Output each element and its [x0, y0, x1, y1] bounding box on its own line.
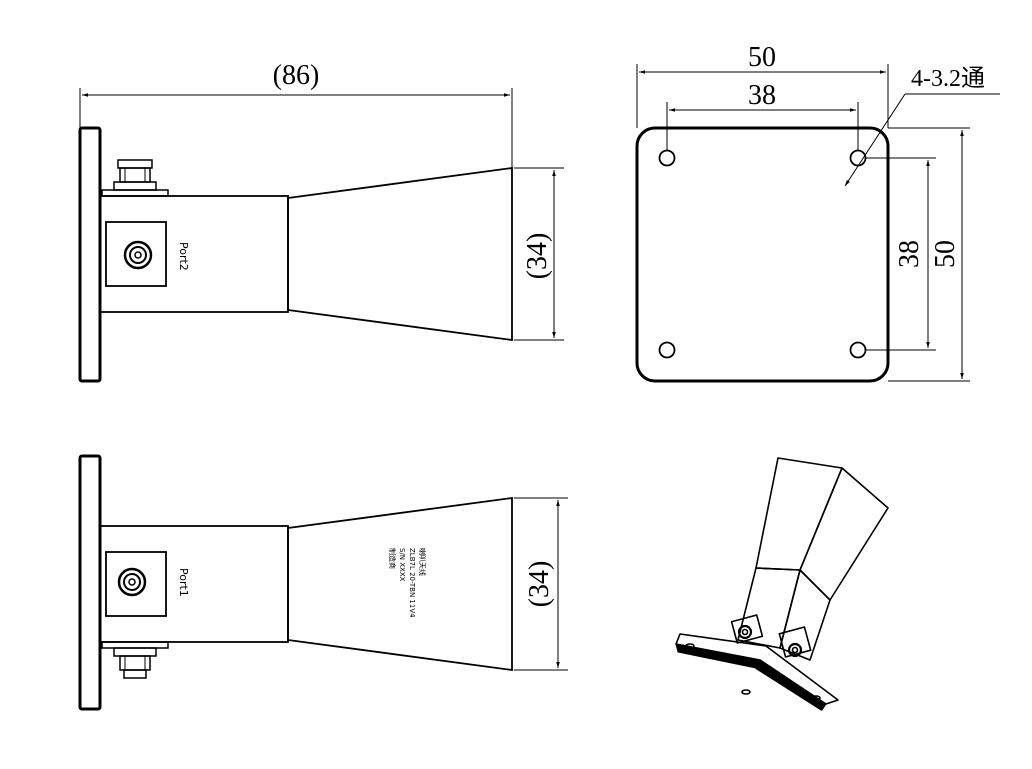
hole-callout-leader	[844, 93, 1000, 187]
port-block	[105, 221, 167, 287]
iso-horn-right-face	[799, 467, 889, 601]
port1-label: Port1	[177, 568, 190, 597]
iso-horn-left-face	[755, 457, 843, 571]
dim-flange-height	[888, 127, 970, 382]
hole-callout-text: 4-3.2通	[911, 66, 985, 92]
port-connector-face-2	[117, 567, 147, 597]
side-view-bottom	[78, 454, 513, 711]
overall-length-text: (86)	[273, 60, 320, 91]
dim-hole-spacing-h	[666, 102, 859, 150]
isometric-view	[675, 457, 889, 711]
iso-hole-3	[811, 695, 821, 701]
nameplate-line-1: 喇叭天线	[418, 548, 427, 576]
hole-bottom-left	[658, 341, 676, 359]
top-connector	[101, 159, 169, 197]
flange-width-text: 50	[748, 42, 776, 73]
hole-bottom-right	[849, 341, 867, 359]
iso-hole-1	[685, 643, 695, 649]
iso-body-right	[779, 569, 831, 661]
horn	[287, 166, 513, 342]
waveguide-body	[99, 195, 289, 313]
dim-aperture-bottom	[514, 497, 568, 671]
flange-front-view	[635, 126, 890, 383]
flange-plate-2	[78, 454, 102, 711]
nameplate-line-2: ZLB7L 20-TBN 11V4	[408, 548, 416, 618]
port-connector-face	[123, 240, 153, 270]
hole-spacing-h-text: 38	[748, 80, 776, 111]
nameplate: 喇叭天线 ZLB7L 20-TBN 11V4 S/N XXXX 制造商	[388, 548, 427, 618]
dim-hole-spacing-v	[866, 157, 936, 351]
nameplate-line-4: 制造商	[388, 548, 397, 569]
bottom-connector	[101, 641, 169, 679]
aperture-bottom-text: (34)	[524, 561, 555, 608]
port-block-2	[105, 551, 167, 617]
horn-2	[287, 496, 513, 672]
dim-aperture-top	[514, 167, 564, 341]
port2-label: Port2	[177, 242, 190, 271]
dim-flange-width	[636, 64, 889, 128]
nameplate-line-3: S/N XXXX	[398, 548, 406, 582]
flange-outline	[635, 126, 890, 383]
flange-height-text: 50	[930, 240, 961, 268]
iso-flange-edge	[675, 643, 827, 711]
hole-top-left	[658, 149, 676, 167]
dim-overall-length	[79, 88, 513, 168]
iso-hole-2	[741, 689, 751, 695]
side-view-top	[78, 126, 513, 383]
aperture-top-text: (34)	[522, 233, 553, 280]
hole-spacing-v-text: 38	[894, 240, 925, 268]
waveguide-body-2	[99, 525, 289, 643]
flange-plate	[78, 126, 102, 383]
iso-connectors	[730, 614, 812, 658]
